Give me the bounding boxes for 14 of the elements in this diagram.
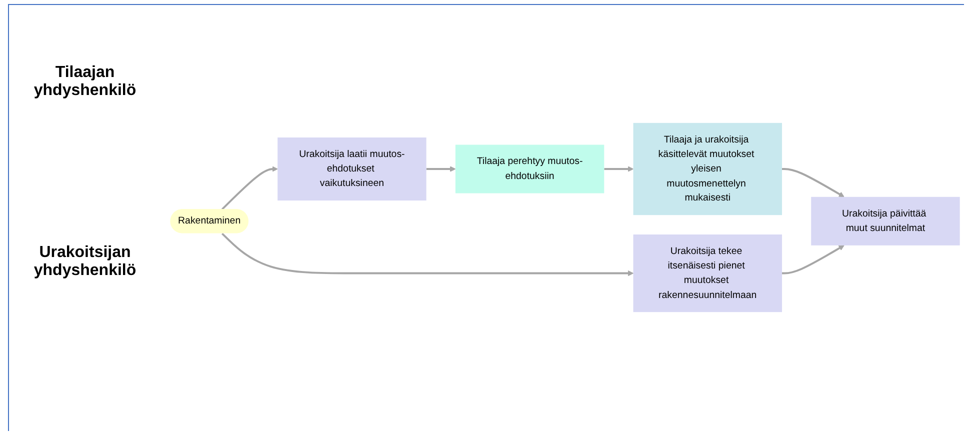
arrow <box>221 232 634 276</box>
lane-label: Tilaajan yhdyshenkilö <box>32 64 138 100</box>
arrow <box>426 166 456 172</box>
node-box: Tilaaja ja urakoitsija käsittelevät muutokset yleisen muutosmenettelyn mukaisesti <box>633 122 782 216</box>
node-box: Rakentaminen <box>170 209 248 234</box>
node-box: Tilaaja perehtyy muutos-ehdotuksiin <box>455 144 604 194</box>
arrow <box>782 245 844 274</box>
node-box: Urakoitsija tekee itsenäisesti pienet muutokset rakennesuunnitelmaan <box>633 234 782 312</box>
node-box: Urakoitsija päivittää muut suunnitelmat <box>811 196 960 246</box>
arrow <box>221 166 278 210</box>
arrow <box>604 166 634 172</box>
arrow <box>782 168 844 198</box>
lane-label: Urakoitsijan yhdyshenkilö <box>32 244 138 280</box>
node-box: Urakoitsija laatii muutos-ehdotukset vaikutuksineen <box>278 137 426 201</box>
